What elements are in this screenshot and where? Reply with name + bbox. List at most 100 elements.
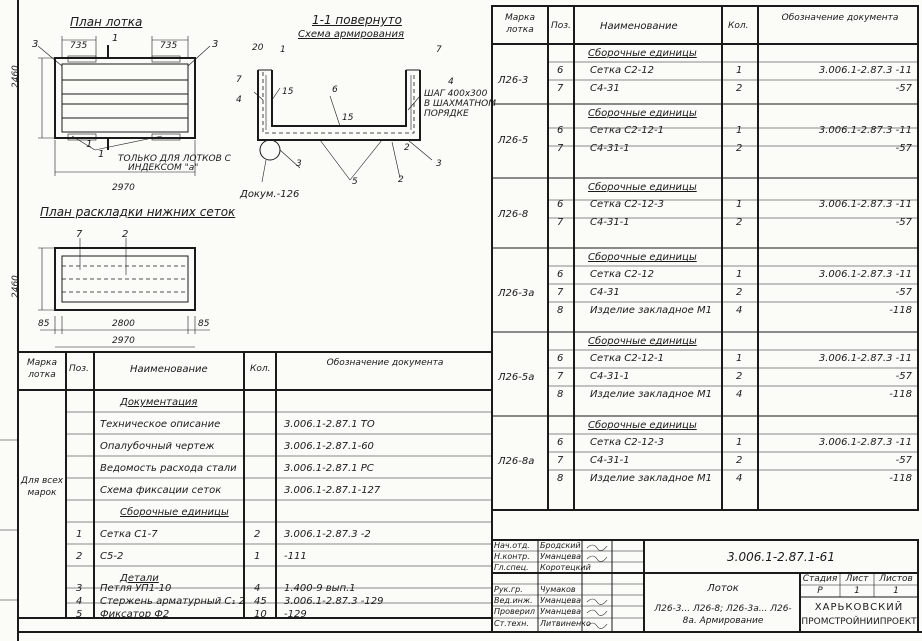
section-mark-1: 1 (280, 45, 286, 55)
plan-dim-height: 2460 (11, 65, 21, 88)
right-row-doc: -57 (895, 287, 912, 298)
right-row-pos: 6 (557, 199, 564, 210)
right-row-pos: 7 (557, 287, 564, 298)
left-row-pos: 5 (76, 609, 83, 620)
right-row-name: С4-31-1 (590, 217, 630, 228)
right-row-qty: 2 (736, 287, 743, 298)
sheet-value: 1 (854, 586, 860, 596)
right-row-pos: 7 (557, 83, 564, 94)
sheets-label: Листов (879, 574, 913, 584)
left-header-qty: Кол. (250, 364, 271, 374)
item-name: Лоток (707, 583, 739, 594)
right-row-name: С4-31-1 (590, 143, 630, 154)
left-header-doc: Обозначение документа (326, 358, 444, 368)
plan-dim-left: 735 (70, 41, 88, 51)
right-group-mark: Л26-8 (498, 209, 529, 220)
right-row-name: С4-31-1 (590, 371, 630, 382)
right-header-qty: Кол. (728, 21, 749, 31)
right-header-pos: Поз. (551, 21, 571, 31)
signer-name: Чумаков (540, 585, 576, 594)
right-row-qty: 2 (736, 217, 743, 228)
signer-role: Н.контр. (494, 552, 530, 561)
signer-role: Гл.спец. (494, 563, 529, 572)
left-row-name: Стержень арматурный С₁ 2 (100, 596, 245, 607)
right-row-doc: -57 (895, 371, 912, 382)
doc-number: 3.006.1-2.87.1-61 (727, 550, 835, 564)
left-row-name: Схема фиксации сеток (100, 485, 222, 496)
signer-name: Литвиненко (540, 619, 591, 628)
plan-mark-3-left: 3 (32, 39, 39, 50)
signer-name: Бродский (540, 541, 581, 550)
right-group-mark: Л26-8а (498, 456, 535, 467)
right-row-doc: 3.006.1-2.87.3 -11 (818, 269, 912, 280)
right-group-mark: Л26-5а (498, 372, 535, 383)
stage-value: Р (817, 586, 823, 596)
plan-mark-1-note: 1 (86, 139, 93, 150)
right-row-name: Сетка С2-12-3 (590, 437, 664, 448)
right-row-name: Сетка С2-12 (590, 269, 654, 280)
signer-name: Уманцева (540, 552, 582, 561)
right-row-qty: 2 (736, 371, 743, 382)
right-group-mark: Л26-3а (498, 288, 535, 299)
left-row-name: Петля УП1-10 (100, 583, 172, 594)
right-row-doc: 3.006.1-2.87.3 -11 (818, 353, 912, 364)
left-row-heading: Документация (120, 397, 198, 408)
signer-role: Рук.гр. (494, 585, 523, 594)
right-group-mark: Л26-5 (498, 135, 529, 146)
right-row-pos: 8 (557, 473, 564, 484)
left-row-name: Ведомость расхода стали (100, 463, 237, 474)
left-row-name: Техническое описание (100, 419, 221, 430)
section-mark-2-bottom: 2 (398, 175, 404, 185)
section-mark-3-bottom: 3 (296, 159, 302, 169)
plan-dim-width: 2970 (112, 183, 135, 193)
left-row-pos: 1 (76, 529, 83, 540)
right-group-heading: Сборочные единицы (588, 182, 697, 193)
right-row-doc: -57 (895, 83, 912, 94)
right-table-grid (491, 5, 919, 511)
right-header-mark: Марка лотка (505, 13, 535, 35)
title-block-grid (491, 539, 919, 633)
right-group-heading: Сборочные единицы (588, 48, 697, 59)
layout-dim-85-left: 85 (38, 319, 50, 329)
right-row-name: Изделие закладное М1 (590, 473, 712, 484)
signer-name: Уманцева (540, 607, 582, 616)
section-mark-7-left: 7 (236, 75, 242, 85)
left-header-mark: Марка лотка (27, 358, 57, 380)
layout-mark-7: 7 (76, 229, 83, 240)
left-row-heading: Детали (120, 573, 159, 584)
right-row-doc: 3.006.1-2.87.3 -11 (818, 125, 912, 136)
left-row-doc: 3.006.1-2.87.3 -2 (284, 529, 371, 540)
layout-dim-height: 2460 (11, 275, 21, 298)
section-note-line1: ШАГ 400х300 (424, 89, 488, 99)
right-group-heading: Сборочные единицы (588, 108, 697, 119)
signer-role: Нач.отд. (494, 541, 530, 550)
right-row-name: С4-31 (590, 83, 620, 94)
right-row-doc: 3.006.1-2.87.3 -11 (818, 437, 912, 448)
right-row-name: С4-31-1 (590, 455, 630, 466)
layout-mark-2: 2 (122, 229, 129, 240)
right-row-pos: 6 (557, 269, 564, 280)
left-group-label: Для всех марок (20, 476, 64, 498)
left-row-name: Опалубочный чертеж (100, 441, 215, 452)
plan-note-line2: ИНДЕКСОМ "а" (128, 163, 199, 173)
plan-mark-1-top: 1 (112, 33, 119, 44)
right-row-name: С4-31 (590, 287, 620, 298)
right-row-doc: -57 (895, 455, 912, 466)
right-row-pos: 8 (557, 389, 564, 400)
left-row-qty: 2 (254, 529, 261, 540)
left-row-doc: 1.400-9 вып.1 (284, 583, 356, 594)
layout-dim-2800: 2800 (112, 319, 135, 329)
right-row-doc: 3.006.1-2.87.3 -11 (818, 199, 912, 210)
right-row-doc: 3.006.1-2.87.3 -11 (818, 65, 912, 76)
left-row-name: Фиксатор Ф2 (100, 609, 170, 620)
section-note-line2: В ШАХМАТНОМ (424, 99, 497, 109)
section-title: 1-1 повернуто (312, 13, 402, 27)
right-row-pos: 7 (557, 455, 564, 466)
plan-mark-1-bottom: 1 (98, 149, 105, 160)
right-row-qty: 2 (736, 143, 743, 154)
signer-role: Вед.инж. (494, 596, 533, 605)
stage-label: Стадия (802, 574, 838, 584)
layout-title: План раскладки нижних сеток (40, 205, 236, 219)
section-mark-2-top: 2 (404, 143, 410, 153)
